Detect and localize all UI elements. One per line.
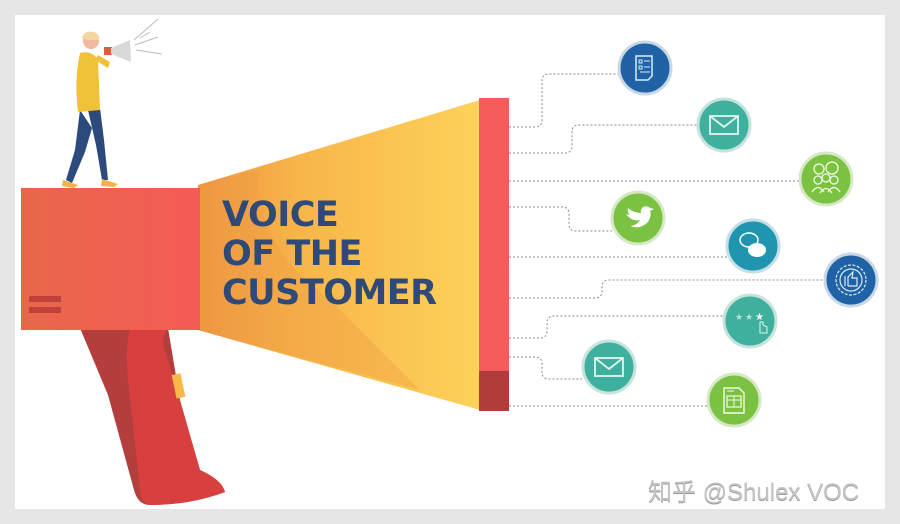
megaphone-handle [80,328,225,505]
email-icon [696,97,752,153]
email-icon [581,339,637,395]
title-line-1: VOICE [222,195,339,235]
title-line-3: CUSTOMER [222,273,437,313]
twitter-bird-icon [610,190,666,246]
megaphone-body [21,188,200,330]
svg-text:★: ★ [735,313,743,323]
chat-bubbles-icon [725,218,781,274]
thumbs-up-badge-icon [823,252,879,308]
svg-text:★: ★ [755,312,764,323]
star-rating-icon: ★ ★ ★ [722,293,778,349]
svg-text:★: ★ [745,313,753,323]
form-document-icon [706,372,762,428]
community-group-icon [798,151,854,207]
person-with-megaphone [62,18,163,188]
voice-of-the-customer-title: VOICE OF THE CUSTOMER [222,196,437,313]
megaphone-rim [479,98,509,371]
connector-lines [509,73,826,407]
megaphone-horn [198,100,480,410]
watermark: 知乎 @Shulex VOC [648,479,860,506]
title-line-2: OF THE [222,234,362,274]
survey-document-icon [617,40,673,96]
